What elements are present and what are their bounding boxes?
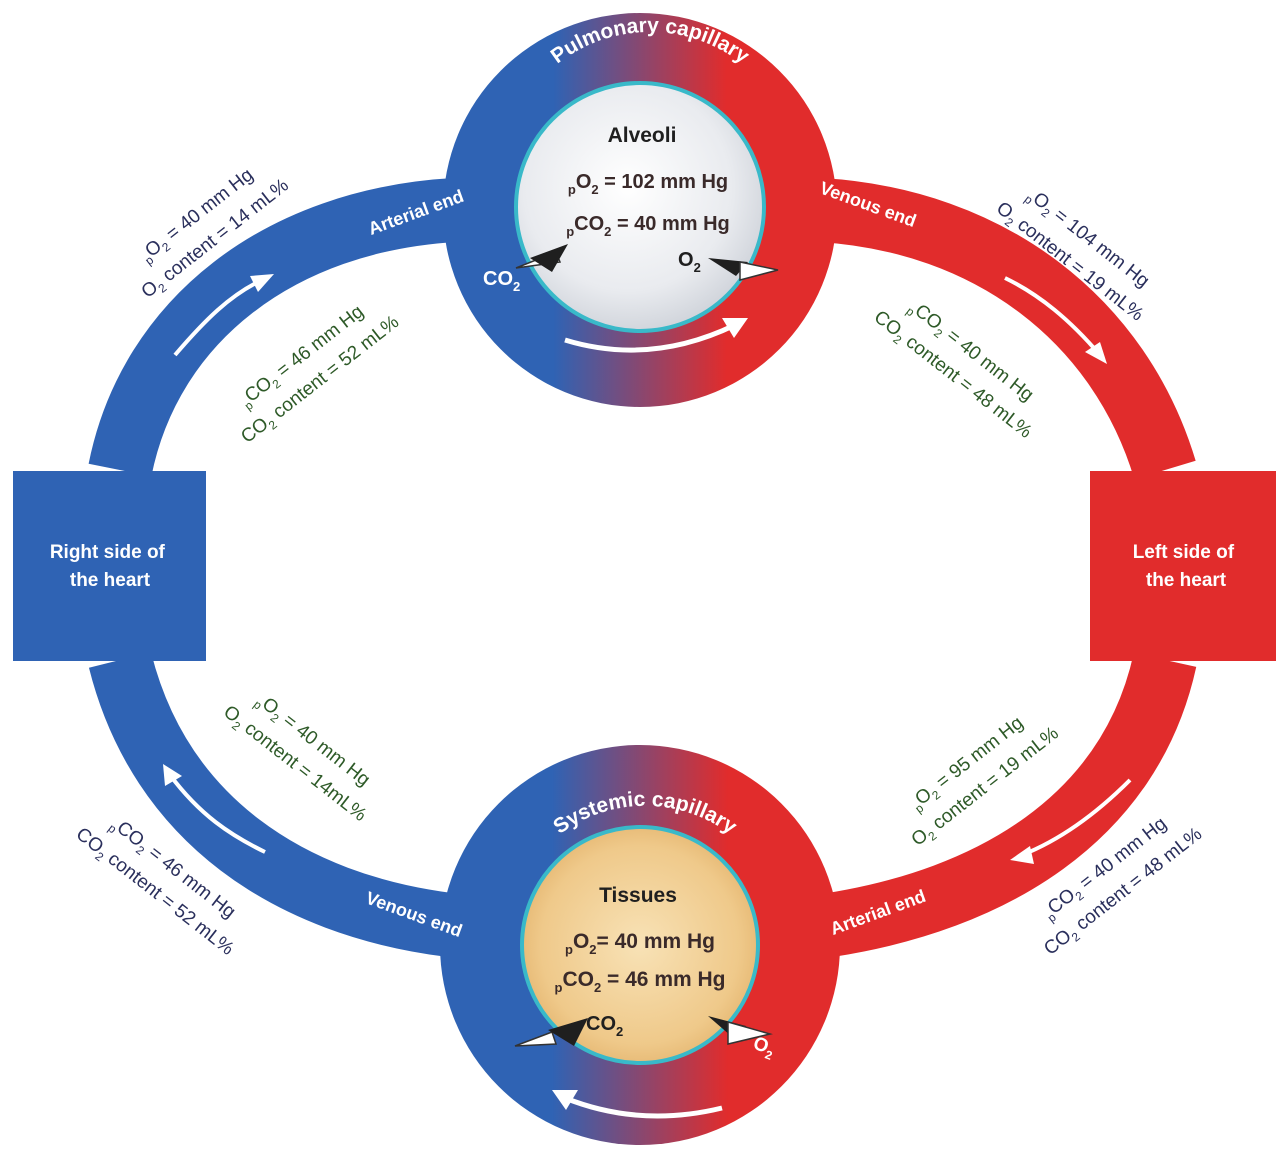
tissues-circle	[520, 825, 760, 1065]
alveoli-circle	[514, 81, 766, 333]
tissues-pco2-text: pCO2 = 46 mm Hg	[555, 968, 726, 995]
vena-cava-vessel	[88, 651, 455, 957]
gas-exchange-arrow-icon	[515, 244, 779, 281]
systemic-flow-arrow-icon	[564, 1095, 723, 1119]
right-heart-box	[13, 471, 206, 661]
alveoli-label: Alveoli	[608, 124, 677, 147]
systemic-co2-label: CO2	[586, 1013, 623, 1039]
pulmonary-vein-vessel	[817, 178, 1196, 480]
pulmonary-co2-label: CO2	[483, 268, 520, 294]
alveoli-po2-text: pO2 = 102 mm Hg	[568, 171, 728, 197]
right-heart-label: Right side of the heart	[50, 542, 170, 591]
systemic-o2-label: O2	[749, 1033, 778, 1063]
flow-arrowhead-icon	[163, 274, 1107, 864]
left-heart-box	[1090, 471, 1276, 661]
pulmonary-flow-arrow-icon	[564, 322, 737, 353]
gas-exchange-arrow-icon	[514, 1016, 773, 1047]
pulmonary-artery-vessel	[88, 178, 458, 477]
tissues-po2-text: pO2= 40 mm Hg	[565, 930, 715, 957]
pulmonary-flow-arrowhead-icon	[722, 318, 748, 338]
pulmonary-o2-label: O2	[678, 249, 701, 275]
systemic-flow-arrowhead-icon	[552, 1090, 578, 1110]
left-heart-label: Left side of the heart	[1133, 542, 1240, 591]
alveoli-pco2-text: pCO2 = 40 mm Hg	[566, 213, 730, 239]
flow-arrow-icon	[168, 276, 1132, 857]
tissues-label: Tissues	[599, 884, 677, 907]
annotation-bottom-left-inner: pO2 = 40 mm Hg O2 content = 14mL%	[219, 694, 374, 826]
